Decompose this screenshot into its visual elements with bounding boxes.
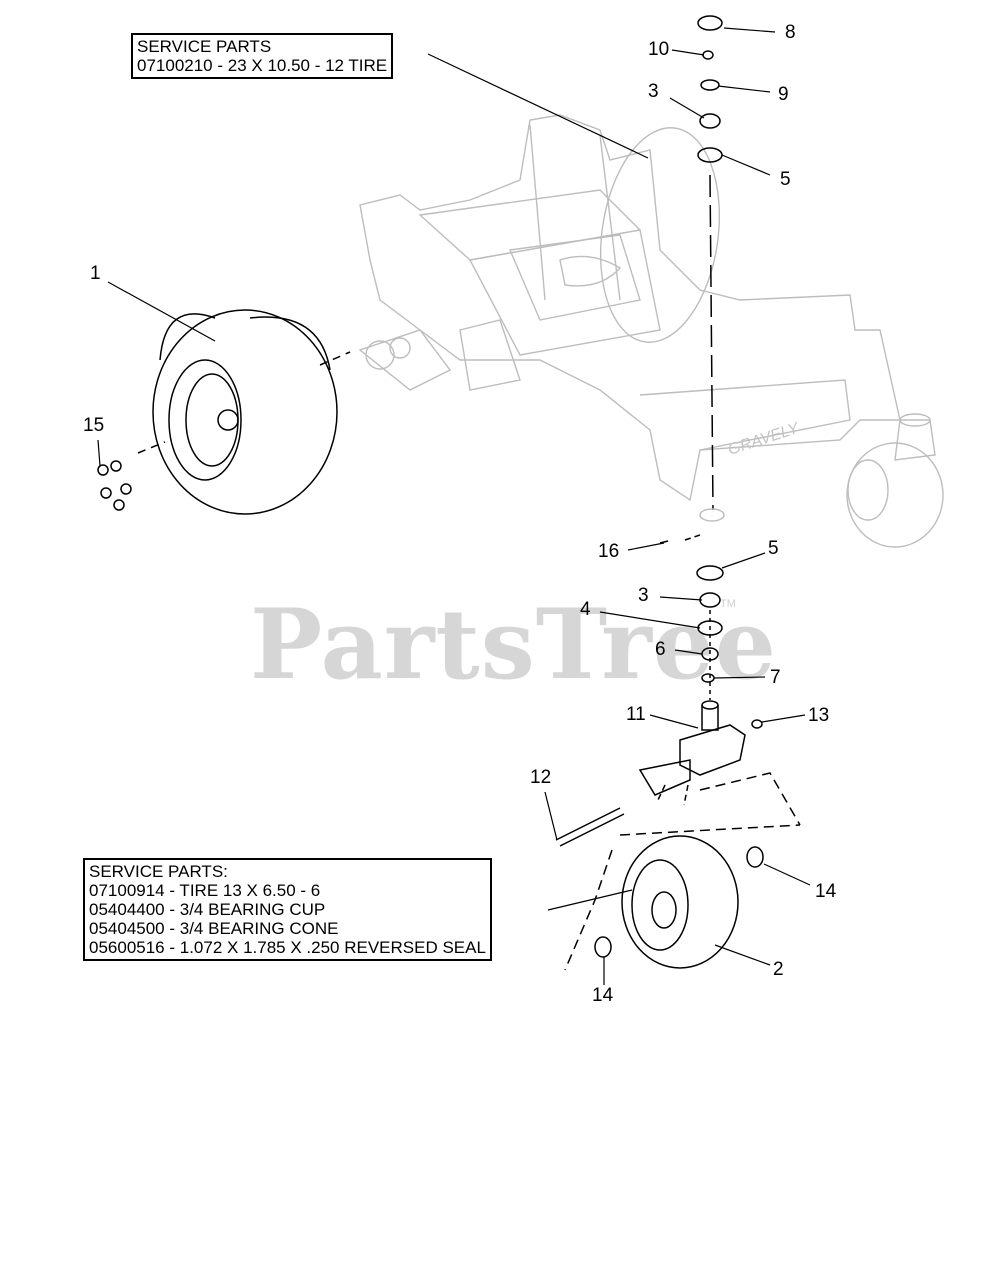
washer-9: [700, 79, 720, 91]
callout-7: 7: [770, 667, 781, 688]
callout-14: 14: [815, 881, 837, 902]
bearing-cone-bottom: [699, 592, 721, 608]
service-box-top-line: SERVICE PARTS: [137, 37, 272, 56]
callout-4: 4: [580, 599, 591, 620]
watermark-trademark: TM: [720, 598, 736, 610]
callout-1: 1: [90, 263, 101, 284]
callout-15: 15: [83, 415, 105, 436]
dust-cap: [697, 15, 723, 31]
service-box-bottom-line: 05600516 - 1.072 X 1.785 X .250 REVERSED…: [89, 938, 486, 957]
callout-16: 16: [598, 541, 620, 562]
frame-brand-label: GRAVELY: [726, 420, 802, 459]
lug-nuts: [97, 460, 132, 511]
service-parts-box-top: SERVICE PARTS 07100210 - 23 X 10.50 - 12…: [131, 33, 394, 79]
spacer-14-right: [746, 846, 764, 868]
callout-5: 5: [780, 169, 791, 190]
caster-fork: [638, 700, 746, 796]
bearing-cup-top: [697, 147, 723, 163]
callout-2: 2: [773, 959, 784, 980]
service-box-bottom-line: 07100914 - TIRE 13 X 6.50 - 6: [89, 881, 321, 900]
frame-brand-text: GRAVELY: [726, 420, 802, 459]
service-box-bottom-line: SERVICE PARTS:: [89, 862, 228, 881]
callout-5: 5: [768, 538, 779, 559]
nut-10: [702, 50, 714, 60]
caster-tire: [621, 835, 739, 969]
callout-3: 3: [648, 81, 659, 102]
callout-10: 10: [648, 39, 670, 60]
callout-6: 6: [655, 639, 666, 660]
rear-tire-part: [152, 309, 338, 515]
callout-9: 9: [778, 84, 789, 105]
bearing-cone-top: [699, 113, 721, 129]
service-box-top-line: 07100210 - 23 X 10.50 - 12 TIRE: [137, 56, 388, 75]
callout-3: 3: [638, 585, 649, 606]
watermark: PartsTree: [250, 588, 777, 701]
callout-13: 13: [808, 705, 830, 726]
rear-hub: [365, 337, 411, 370]
mounted-caster: [846, 413, 944, 548]
callout-12: 12: [530, 767, 552, 788]
leader-lines: [97, 27, 811, 985]
mower-frame: GRAVELY: [358, 114, 901, 502]
callout-8: 8: [785, 22, 796, 43]
service-box-bottom-line: 05404400 - 3/4 BEARING CUP: [89, 900, 326, 919]
spacer-14-left: [594, 936, 612, 958]
axle-bolt: [555, 807, 625, 847]
bearing-cup-bottom: [696, 565, 724, 581]
service-parts-box-bottom: SERVICE PARTS: 07100914 - TIRE 13 X 6.50…: [83, 858, 492, 961]
pivot-mount: [699, 508, 725, 522]
callout-11: 11: [626, 704, 646, 725]
service-box-bottom-line: 05404500 - 3/4 BEARING CONE: [89, 919, 339, 938]
pin-16: [659, 540, 669, 544]
callout-14: 14: [592, 985, 614, 1006]
snap-ring-7: [701, 673, 715, 683]
zerk-13: [751, 719, 763, 729]
rear-tire-right: [599, 127, 721, 343]
